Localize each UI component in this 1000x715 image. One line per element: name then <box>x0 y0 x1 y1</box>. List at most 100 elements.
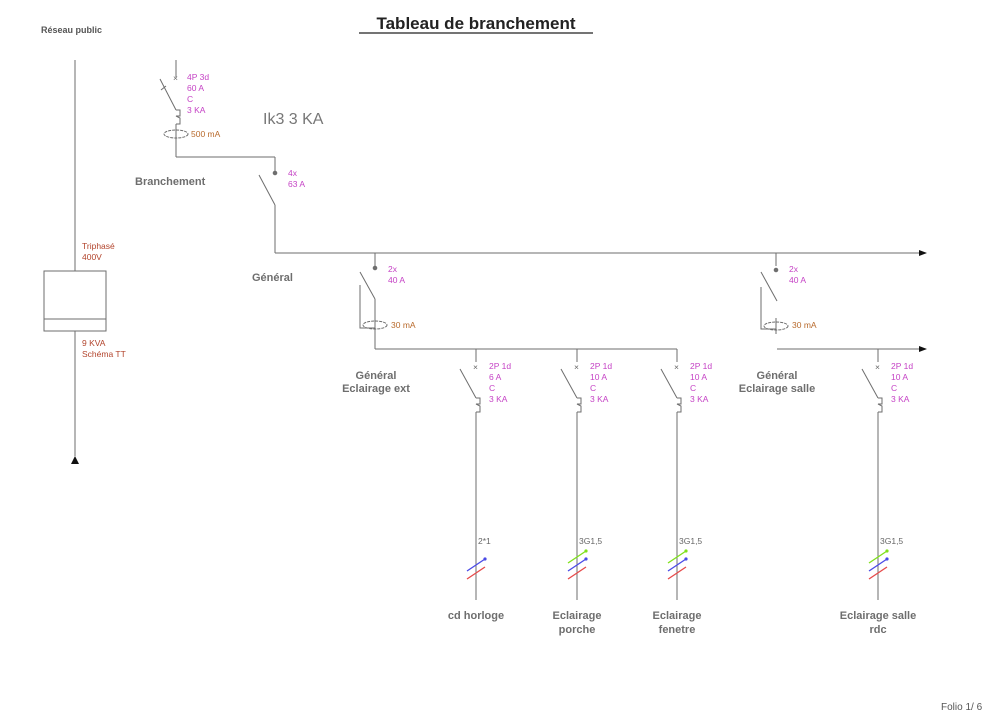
thermal-coil-icon <box>877 397 883 413</box>
thermal-coil-icon <box>576 397 582 413</box>
branchement-label: Branchement <box>135 176 206 188</box>
breaker-spec-line: C <box>690 383 696 393</box>
conductor-end-icon <box>885 557 889 561</box>
cable-spec-label: 2*1 <box>478 536 491 546</box>
branchement-spec-poles: 4x <box>288 168 298 178</box>
public-network-line <box>71 60 79 464</box>
group-label-line2: Eclairage ext <box>342 383 410 395</box>
breaker-spec-line: 3 KA <box>690 394 709 404</box>
cable-conductor-green <box>567 550 587 564</box>
cable-conductor-red <box>466 566 486 580</box>
main-breaker-spec-current: 60 A <box>187 83 204 93</box>
circuit-label: porche <box>559 624 596 636</box>
differential-toroid-icon <box>362 320 388 330</box>
earth-arrow-icon <box>71 456 79 464</box>
conductor-end-icon <box>885 549 889 553</box>
breaker-spec-line: 2P 1d <box>891 361 913 371</box>
conductor-end-icon <box>584 557 588 561</box>
circuit-label: Eclairage <box>653 610 702 622</box>
conductor-end-icon <box>483 557 487 561</box>
switch-contact-icon <box>272 170 278 176</box>
meter-power-label: 9 KVA <box>82 338 106 348</box>
general-salle-differential: 30 mA <box>792 320 817 330</box>
main-breaker-spec-breaking: 3 KA <box>187 105 206 115</box>
thermal-coil-icon <box>475 397 481 413</box>
switch-contact-icon <box>773 267 779 273</box>
breaker-blade <box>459 368 477 399</box>
conductor-end-icon <box>684 557 688 561</box>
cable-conductor-blue <box>466 558 486 572</box>
group-label-line2: Eclairage salle <box>739 383 815 395</box>
group-label-line1: Général <box>757 370 798 382</box>
differential-toroid-icon <box>763 321 789 331</box>
group-label-line1: Général <box>356 370 397 382</box>
short-circuit-current-label: Ik3 3 KA <box>263 111 324 128</box>
circuit-label: rdc <box>869 624 886 636</box>
switch-contact-icon <box>372 265 378 271</box>
cable-spec-label: 3G1,5 <box>679 536 702 546</box>
cable-conductor-red <box>667 566 687 580</box>
main-breaker: × 4P 3d 60 A C 3 KA 500 mA <box>159 60 221 157</box>
breaker-spec-line: C <box>590 383 596 393</box>
general-spec-poles: 2x <box>388 264 398 274</box>
thermal-coil-icon <box>175 109 181 125</box>
cable-conductor-blue <box>567 558 587 572</box>
differential-toroid-icon <box>163 129 189 139</box>
circuit-label: Eclairage <box>553 610 602 622</box>
general-breaker-ext: Général 2x 40 A 30 mA <box>252 253 416 349</box>
breaker-spec-line: 3 KA <box>891 394 910 404</box>
circuit-feeder: × 2P 1d6 AC3 KA 2*1 cd horloge <box>448 349 511 622</box>
breaker-blade <box>861 368 879 399</box>
branchement-spec-current: 63 A <box>288 179 305 189</box>
energy-meter: Triphasé 400V 9 KVA Schéma TT <box>43 241 126 359</box>
cable-conductor-blue <box>667 558 687 572</box>
folio-label: Folio 1/ 6 <box>941 702 983 713</box>
breaker-spec-line: C <box>891 383 897 393</box>
cable-conductor-green <box>667 550 687 564</box>
branchement-switch: Branchement 4x 63 A <box>135 157 305 253</box>
breaker-spec-line: 3 KA <box>590 394 609 404</box>
breaker-x-icon: × <box>473 362 478 372</box>
general-breaker-salle: 2x 40 A 30 mA <box>760 253 817 334</box>
conductor-end-icon <box>684 549 688 553</box>
cable-spec-label: 3G1,5 <box>880 536 903 546</box>
circuit-label: cd horloge <box>448 610 504 622</box>
cable-spec-label: 3G1,5 <box>579 536 602 546</box>
meter-phase-label: Triphasé <box>82 241 115 251</box>
cable-conductor-red <box>567 566 587 580</box>
breaker-x-icon: × <box>674 362 679 372</box>
breaker-spec-line: 2P 1d <box>489 361 511 371</box>
circuit-label: Eclairage salle <box>840 610 916 622</box>
breaker-spec-line: C <box>489 383 495 393</box>
breaker-blade <box>660 368 678 399</box>
general-salle-spec-current: 40 A <box>789 275 806 285</box>
thermal-coil-icon <box>676 397 682 413</box>
main-breaker-spec-curve: C <box>187 94 193 104</box>
meter-voltage-label: 400V <box>82 252 102 262</box>
conductor-end-icon <box>584 549 588 553</box>
breaker-spec-line: 2P 1d <box>590 361 612 371</box>
breaker-x-icon: × <box>173 73 178 83</box>
general-spec-current: 40 A <box>388 275 405 285</box>
breaker-blade <box>560 368 578 399</box>
network-label: Réseau public <box>41 25 102 35</box>
meter-scheme-label: Schéma TT <box>82 349 126 359</box>
main-breaker-spec-poles: 4P 3d <box>187 72 209 82</box>
breaker-spec-line: 10 A <box>690 372 707 382</box>
breaker-spec-line: 3 KA <box>489 394 508 404</box>
circuit-label: fenetre <box>659 624 696 636</box>
general-salle-spec-poles: 2x <box>789 264 799 274</box>
breaker-spec-line: 6 A <box>489 372 502 382</box>
breaker-spec-line: 2P 1d <box>690 361 712 371</box>
breaker-x-icon: × <box>875 362 880 372</box>
breaker-x-icon: × <box>574 362 579 372</box>
breaker-spec-line: 10 A <box>590 372 607 382</box>
cable-conductor-blue <box>868 558 888 572</box>
breaker-spec-line: 10 A <box>891 372 908 382</box>
general-differential: 30 mA <box>391 320 416 330</box>
